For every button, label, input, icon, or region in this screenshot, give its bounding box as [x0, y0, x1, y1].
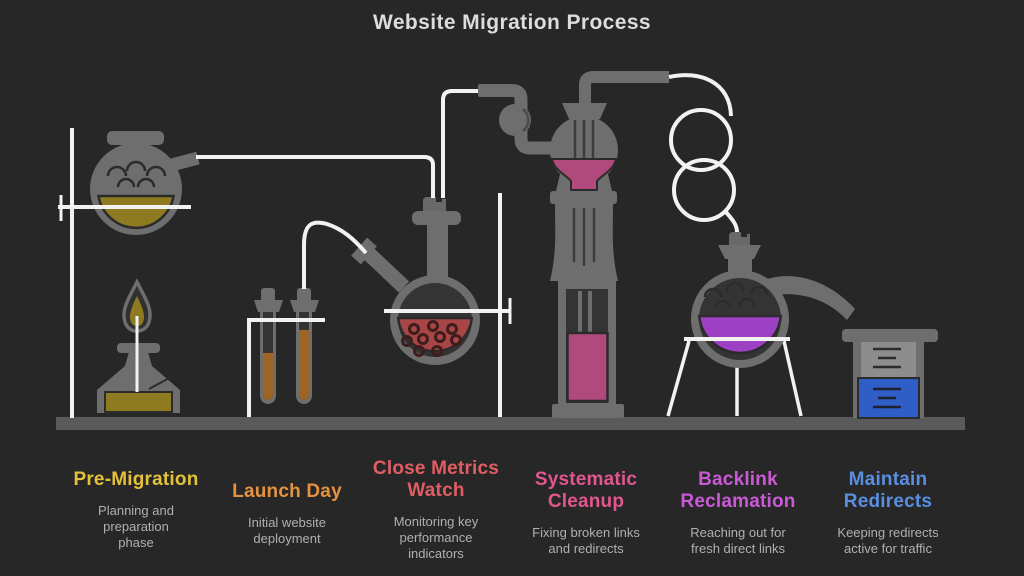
- stage-description: Monitoring key performance indicators: [393, 514, 479, 562]
- beaker-graduations-upper: [873, 347, 901, 369]
- test-tube-2: [290, 288, 319, 404]
- page-title: Website Migration Process: [372, 11, 652, 34]
- column-top-pipe: [579, 71, 669, 103]
- spirit-burner: [97, 278, 180, 413]
- tube-collar: [254, 300, 283, 312]
- tube-flask2-to-condenser: [441, 89, 483, 198]
- bulb-liquid-funnel: [550, 158, 618, 191]
- boiling-bubbles: [106, 160, 167, 188]
- flask-angled-neck: [362, 247, 410, 293]
- coiled-delivery-tube: [668, 73, 739, 233]
- stage-label-backlink-reclamation: Backlink Reclamation Reaching out for fr…: [650, 469, 826, 557]
- stage-label-maintain-redirects: Maintain Redirects Keeping redirects act…: [800, 469, 976, 557]
- stage-description: Fixing broken links and redirects: [532, 525, 640, 557]
- flask-rim: [412, 211, 461, 225]
- stage-description: Reaching out for fresh direct links: [690, 525, 786, 557]
- tube-collar: [290, 300, 319, 312]
- stage-title: Launch Day: [232, 481, 342, 502]
- tube-coupler: [478, 84, 491, 97]
- tube-liquid: [299, 330, 309, 400]
- beaker-rim: [842, 329, 938, 342]
- stage-launch-day-apparatus: [247, 288, 325, 417]
- tube-flask1-to-flask2: [196, 155, 435, 198]
- stage-maintain-redirects-apparatus: [842, 329, 938, 419]
- stage-pre-migration-apparatus: [58, 128, 200, 418]
- ball-joint-highlight: [521, 107, 530, 133]
- flask-stopper: [423, 197, 446, 211]
- test-tube-1: [254, 288, 283, 404]
- liquid-bubble-dots: [401, 320, 462, 357]
- tube-liquid: [263, 353, 273, 400]
- stage-backlink-reclamation-apparatus: [666, 73, 855, 417]
- retort-bubbles: [703, 281, 769, 309]
- flute-lines: [572, 208, 596, 266]
- stage-label-pre-migration: Pre-Migration Planning and preparation p…: [48, 469, 224, 551]
- stage-description: Initial website deployment: [247, 515, 327, 547]
- stage-systematic-cleanup-apparatus: [550, 71, 669, 418]
- stage-description: Planning and preparation phase: [98, 503, 174, 551]
- stage-title: Maintain Redirects: [843, 469, 933, 513]
- column-liquid: [566, 331, 609, 403]
- stage-title: Pre-Migration: [73, 469, 199, 490]
- flask-rim: [107, 131, 164, 145]
- stage-title: Backlink Reclamation: [680, 469, 796, 513]
- bench: [56, 417, 965, 430]
- burner-shading-line: [148, 376, 172, 390]
- tube-stopper: [261, 288, 275, 302]
- flask-side-arm: [166, 151, 200, 173]
- bulb-inner-tubes: [573, 120, 595, 162]
- stage-close-metrics-apparatus: [351, 193, 512, 417]
- tripod-leg: [782, 340, 803, 417]
- stage-description: Keeping redirects active for traffic: [837, 525, 939, 557]
- stage-label-close-metrics-watch: Close Metrics Watch Monitoring key perfo…: [348, 458, 524, 562]
- flame-inner: [130, 296, 144, 326]
- ball-joint: [499, 104, 531, 136]
- stage-title: Systematic Cleanup: [534, 469, 638, 513]
- stage-label-systematic-cleanup: Systematic Cleanup Fixing broken links a…: [498, 469, 674, 557]
- stage-title: Close Metrics Watch: [372, 458, 500, 502]
- column-rim: [562, 103, 607, 119]
- column-base: [552, 404, 624, 418]
- beaker-graduations-lower: [873, 387, 901, 409]
- retort-spout: [762, 276, 855, 320]
- column-flange: [550, 191, 617, 204]
- flask-neck: [427, 222, 448, 284]
- tube-flask2-to-test-tube: [302, 220, 368, 289]
- retort-stopper: [729, 232, 750, 247]
- tube-stopper: [297, 288, 311, 302]
- retort-liquid: [697, 314, 783, 355]
- burner-fuel: [104, 391, 173, 413]
- stage-label-launch-day: Launch Day Initial website deployment: [199, 481, 375, 547]
- tripod-leg: [666, 340, 691, 417]
